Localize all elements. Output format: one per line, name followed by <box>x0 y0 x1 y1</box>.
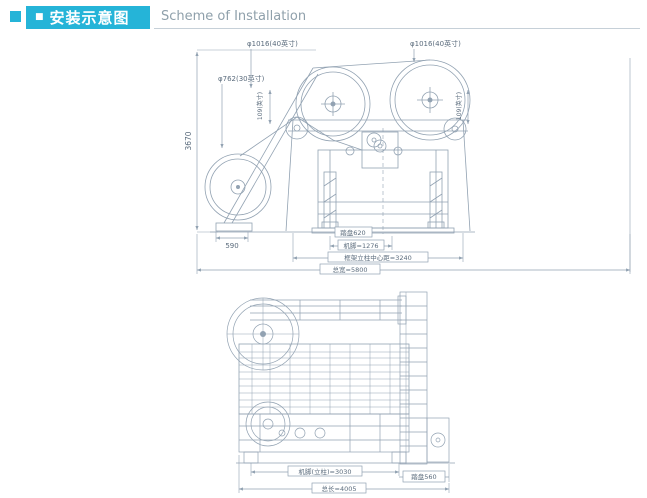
side-foot-left <box>243 451 259 464</box>
dim-foot-1276: 机脚=1276 <box>344 241 379 250</box>
dim-base-590: 590 <box>225 242 238 250</box>
title-banner: ■ 安装示意图 <box>26 6 150 29</box>
top-rails <box>250 295 407 325</box>
front-view-drawing <box>197 49 631 272</box>
dim-foot-3030: 机脚(立柱)=3030 <box>298 467 351 476</box>
dim-beam-1016-left: φ1016(40英寸) <box>247 39 298 48</box>
dim-column-3240: 框架立柱中心距=3240 <box>344 253 412 262</box>
beam-flange-circle <box>226 297 300 371</box>
lower-frame <box>238 413 410 453</box>
dim-tread-620: 踏盘620 <box>340 228 365 237</box>
page-title-cn: 安装示意图 <box>49 9 130 27</box>
dim-beam-1016-right: φ1016(40英寸) <box>410 39 461 48</box>
yarn-path <box>239 116 363 157</box>
side-view-dimensions: 机脚(立柱)=3030 踏盘560 总长=4005 <box>238 455 450 494</box>
dim-beam-762: φ762(30英寸) <box>218 74 265 83</box>
header-divider <box>154 28 640 29</box>
dim-width-5800: 总宽=5800 <box>333 265 368 274</box>
page-header: ■ 安装示意图 Scheme of Installation <box>0 0 647 34</box>
side-ladder-frame <box>399 291 428 465</box>
warp-beam-762 <box>204 153 272 221</box>
title-bullet-icon: ■ <box>35 12 44 22</box>
page-title-en: Scheme of Installation <box>161 9 307 24</box>
side-view-drawing <box>226 291 455 465</box>
dim-side-109-left: 109(英寸) <box>256 92 264 120</box>
creel-frame <box>223 59 471 232</box>
cloth-roller-circle <box>245 401 291 447</box>
guide-rollers <box>285 116 467 156</box>
beam-stand-foot <box>215 222 253 232</box>
dim-length-4005: 总长=4005 <box>322 484 357 493</box>
machine-body <box>238 343 410 415</box>
side-attachment-box <box>426 417 450 463</box>
dim-height-3670: 3670 <box>184 131 193 150</box>
accent-square <box>10 11 21 22</box>
dim-tread-560: 踏盘560 <box>411 472 436 481</box>
side-foot-right <box>391 451 407 464</box>
dim-side-109-right: 109(英寸) <box>455 92 463 120</box>
front-view-dimensions: 3670 φ762(30英寸) φ1016(40英寸) φ1016(40英寸) … <box>184 39 631 275</box>
